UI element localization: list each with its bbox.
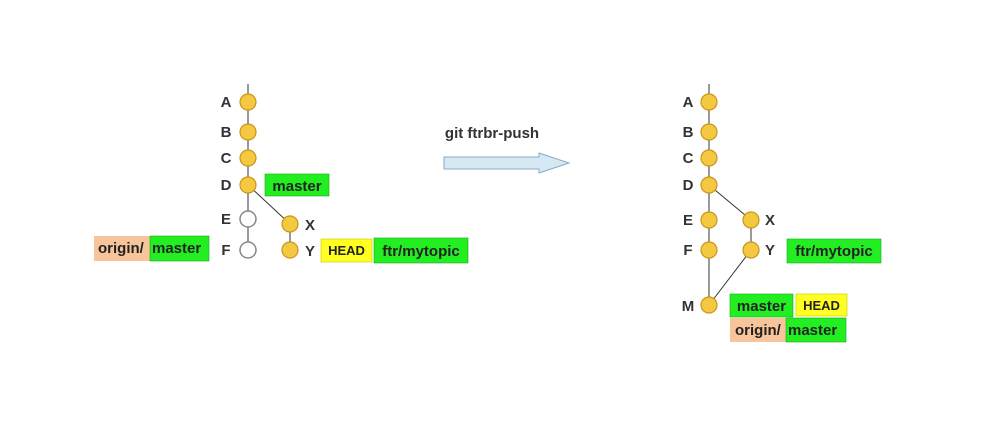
commit-node — [742, 211, 760, 229]
commit-node — [239, 123, 257, 141]
branch-badge-bg — [264, 173, 330, 197]
after-ref-origin-master: origin/ master — [730, 317, 847, 343]
origin-prefix-bg — [730, 318, 786, 342]
branch-badge-bg — [373, 237, 469, 264]
commit-label-e: E — [221, 211, 231, 228]
origin-prefix-label: origin/ — [735, 322, 782, 339]
commit-label-b: B — [683, 124, 694, 141]
before-edge-d-x — [247, 184, 291, 225]
branch-label-master: master — [737, 298, 786, 315]
after-commit-y: Y — [742, 241, 775, 259]
commit-label-x: X — [305, 217, 315, 234]
after-commit-b: B — [683, 123, 718, 141]
after-edge-d-x — [708, 184, 752, 221]
head-badge-bg — [320, 238, 373, 263]
branch-label-master: master — [272, 178, 321, 195]
before-ref-head: HEAD — [320, 238, 373, 263]
commit-node — [742, 241, 760, 259]
after-commit-m: M — [682, 296, 718, 315]
commit-label-y: Y — [305, 243, 315, 260]
after-commit-x: X — [742, 211, 775, 229]
before-commit-a: A — [221, 93, 257, 111]
head-label: HEAD — [803, 298, 840, 313]
after-ref-head: HEAD — [795, 293, 848, 317]
after-ref-master: master — [729, 293, 794, 318]
commit-node — [700, 123, 718, 141]
before-commit-y: Y — [281, 241, 315, 260]
origin-branch-bg — [785, 317, 847, 343]
commit-label-x: X — [765, 212, 775, 229]
before-ref-origin-master: origin/ master — [94, 235, 210, 262]
after-edge-y-m — [708, 249, 752, 306]
commit-node-unreachable — [239, 241, 257, 259]
before-commit-d: D — [221, 176, 257, 194]
before-commit-x: X — [281, 215, 315, 234]
origin-branch-bg — [149, 235, 210, 262]
origin-prefix-label: origin/ — [98, 240, 145, 257]
commit-label-d: D — [221, 177, 232, 194]
commit-label-f: F — [221, 242, 230, 259]
commit-node — [239, 149, 257, 167]
after-commit-e: E — [683, 211, 718, 229]
branch-badge-bg — [729, 293, 794, 318]
before-commit-e: E — [221, 210, 257, 228]
before-commit-c: C — [221, 149, 257, 167]
before-commit-b: B — [221, 123, 257, 141]
origin-prefix-bg — [94, 236, 150, 261]
before-ref-topic: ftr/mytopic — [373, 237, 469, 264]
after-commit-c: C — [683, 149, 718, 167]
commit-label-e: E — [683, 212, 693, 229]
commit-label-a: A — [221, 94, 232, 111]
commit-node — [700, 176, 718, 194]
commit-label-b: B — [221, 124, 232, 141]
commit-label-f: F — [683, 242, 692, 259]
command-label: git ftrbr-push — [445, 125, 539, 142]
after-commit-a: A — [683, 93, 718, 111]
commit-label-c: C — [221, 150, 232, 167]
commit-node-merge — [700, 296, 718, 314]
origin-branch-label: master — [152, 240, 201, 257]
commit-label-a: A — [683, 94, 694, 111]
branch-badge-bg — [786, 238, 882, 264]
command-transition: git ftrbr-push — [443, 125, 571, 174]
commit-node — [281, 215, 299, 233]
commit-label-d: D — [683, 177, 694, 194]
commit-label-m: M — [682, 298, 695, 315]
before-commit-f: F — [221, 241, 257, 259]
commit-node — [281, 241, 299, 259]
after-commit-d: D — [683, 176, 718, 194]
commit-node-unreachable — [239, 210, 257, 228]
after-edges — [708, 84, 752, 306]
commit-node — [700, 149, 718, 167]
head-badge-bg — [795, 293, 848, 317]
commit-node — [239, 176, 257, 194]
commit-label-c: C — [683, 150, 694, 167]
transition-arrow-icon — [443, 152, 571, 174]
branch-label-topic: ftr/mytopic — [382, 243, 460, 260]
head-label: HEAD — [328, 243, 365, 258]
commit-node — [700, 241, 718, 259]
after-commit-f: F — [683, 241, 718, 259]
commit-node — [239, 93, 257, 111]
after-ref-topic: ftr/mytopic — [786, 238, 882, 264]
origin-branch-label: master — [788, 322, 837, 339]
commit-label-y: Y — [765, 242, 775, 259]
after-graph: A B C D E F X Y — [682, 84, 882, 343]
commit-node — [700, 93, 718, 111]
before-ref-master: master — [264, 173, 330, 197]
commit-node — [700, 211, 718, 229]
before-graph: A B C D E F X Y — [94, 84, 469, 264]
branch-label-topic: ftr/mytopic — [795, 243, 873, 260]
